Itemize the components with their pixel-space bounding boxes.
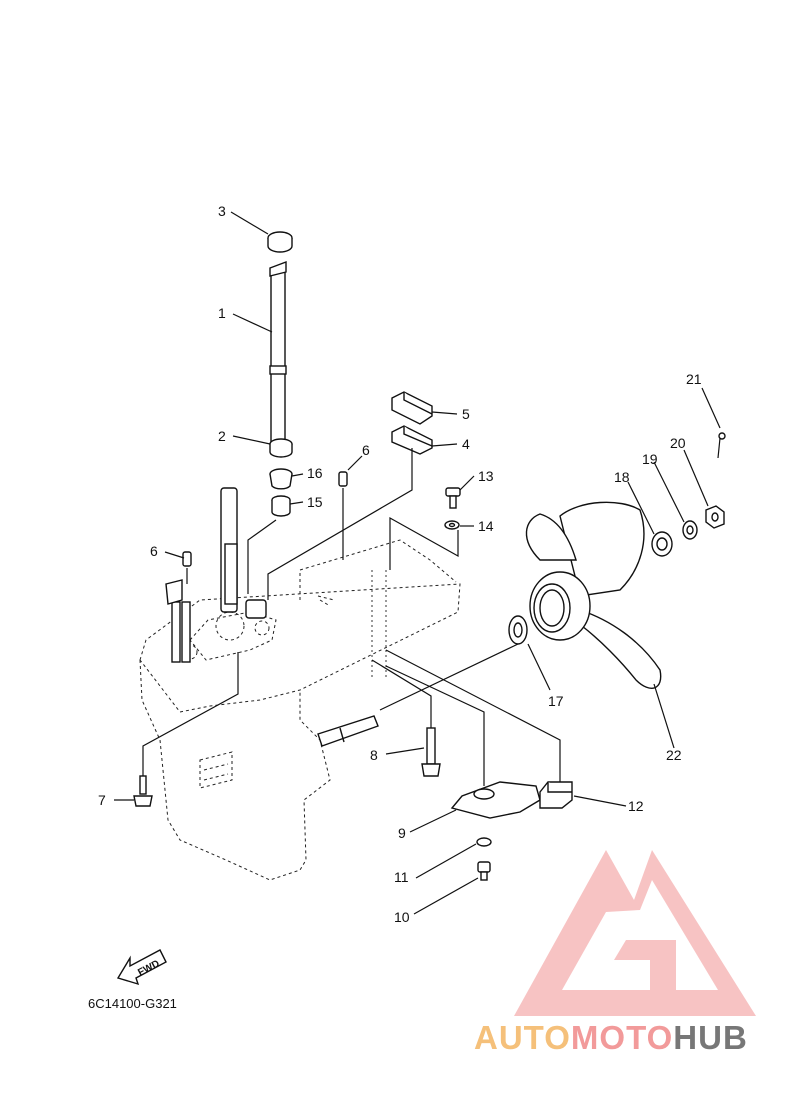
part-8-bolt	[421, 727, 441, 777]
brand-auto: AUTO	[474, 1019, 571, 1056]
label-part-13: 13	[478, 468, 494, 484]
label-part-15: 15	[307, 494, 323, 510]
part-13-bolt	[445, 487, 461, 509]
label-part-6-right: 6	[362, 442, 370, 458]
label-part-12: 12	[628, 798, 644, 814]
label-part-6-left: 6	[150, 543, 158, 559]
label-part-22: 22	[666, 747, 682, 763]
label-part-7: 7	[98, 792, 106, 808]
label-part-3: 3	[218, 203, 226, 219]
part-3-bushing	[267, 231, 293, 253]
part-19-washer	[682, 520, 698, 540]
label-part-10: 10	[394, 909, 410, 925]
fwd-arrow: FWD	[116, 949, 167, 986]
label-part-1: 1	[218, 305, 226, 321]
label-part-19: 19	[642, 451, 658, 467]
brand-hub: HUB	[673, 1019, 748, 1056]
watermark-logo	[514, 850, 756, 1016]
part-11-washer	[476, 837, 492, 847]
diagram-code: 6C14100-G321	[88, 996, 177, 1011]
label-part-18: 18	[614, 469, 630, 485]
part-16-grommet	[269, 468, 293, 490]
lower-casing-outline	[139, 487, 461, 881]
label-part-2: 2	[218, 428, 226, 444]
label-part-16: 16	[307, 465, 323, 481]
part-1-shift-rod	[269, 260, 287, 455]
label-part-21: 21	[686, 371, 702, 387]
part-20-nut	[705, 505, 725, 529]
part-number-labels: 1 2 3 4 5 6 6 7 8 9 10 11 12 13 14 15 16…	[98, 203, 702, 925]
part-21-cotter-pin	[717, 432, 726, 459]
label-part-20: 20	[670, 435, 686, 451]
brand-moto: MOTO	[570, 1019, 674, 1056]
part-6-dowel-pin-right	[338, 471, 348, 487]
label-part-4: 4	[462, 436, 470, 452]
part-5-rubber-seal	[391, 391, 433, 425]
part-18-thrust-washer	[651, 531, 673, 557]
label-part-5: 5	[462, 406, 470, 422]
part-7-bolt	[133, 775, 153, 807]
part-17-spacer	[508, 615, 528, 645]
label-part-14: 14	[478, 518, 494, 534]
part-10-bolt	[477, 861, 491, 881]
part-12-anode	[539, 781, 573, 809]
label-part-9: 9	[398, 825, 406, 841]
part-2-seal	[269, 438, 293, 458]
part-9-anode-plate	[450, 781, 541, 819]
label-part-8: 8	[370, 747, 378, 763]
label-part-11: 11	[394, 869, 409, 885]
part-14-washer	[444, 520, 460, 530]
part-6-dowel-pin-left	[182, 551, 192, 567]
leader-lines	[114, 211, 721, 915]
part-4-rubber-seal	[391, 425, 433, 455]
watermark-brand-text: AUTOMOTOHUB	[474, 1018, 748, 1058]
part-15-collar	[271, 495, 291, 517]
label-part-17: 17	[548, 693, 564, 709]
part-22-propeller	[525, 501, 662, 689]
